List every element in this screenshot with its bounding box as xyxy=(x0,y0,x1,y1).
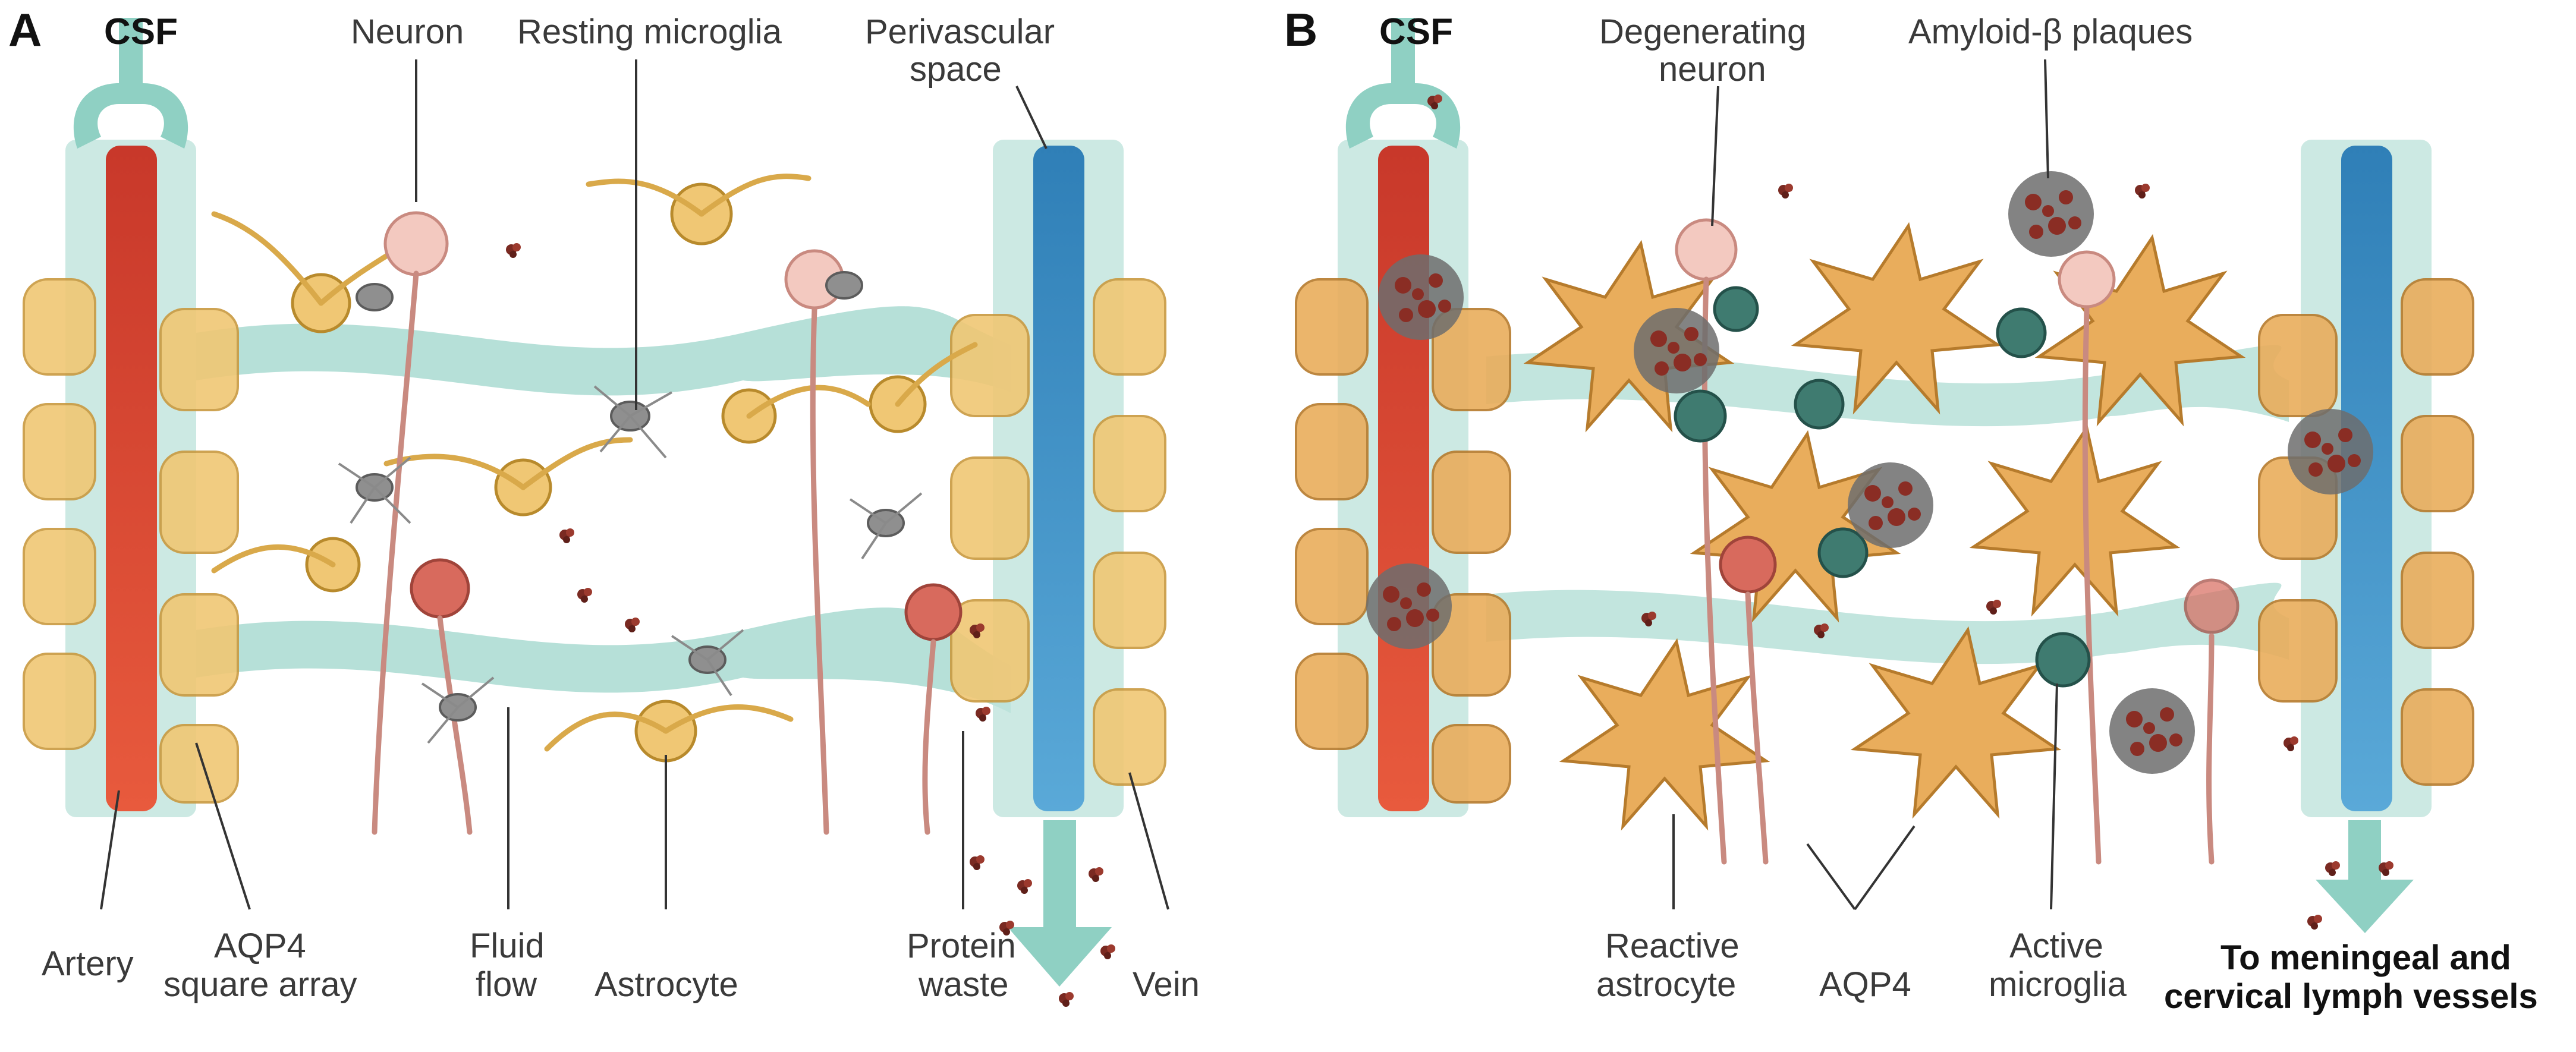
fluid-flow-band-upper xyxy=(196,306,1011,396)
vein-vessel xyxy=(1033,146,1084,811)
leader-lines-a xyxy=(100,59,1169,910)
active-microglia-b xyxy=(1674,286,2091,688)
resting-microglia-label: Resting microglia xyxy=(517,12,782,51)
artery-vessel xyxy=(106,146,157,811)
panel-letter-b: B xyxy=(1284,4,1318,56)
csf-inflow-arrow-b xyxy=(1345,18,1461,149)
outflow-arrow-panel-b xyxy=(2316,820,2414,933)
fluid-flow-band-b-lower xyxy=(1486,582,2289,664)
aqp4-array-label-line1: AQP4 xyxy=(214,927,306,965)
aqp4-label: AQP4 xyxy=(1819,965,1911,1004)
vein-endfeet xyxy=(950,278,1166,786)
artery-label: Artery xyxy=(42,944,134,983)
vein-label: Vein xyxy=(1133,965,1200,1004)
lymph-vessels-label-line1: To meningeal and xyxy=(2220,938,2511,977)
vein-b-vessel xyxy=(2341,146,2392,811)
leader-lines-b xyxy=(1672,59,2058,911)
perivascular-label-line1: Perivascular xyxy=(865,12,1055,51)
vein-b-endfeet xyxy=(2258,278,2474,786)
fluid-flow-label-line2: flow xyxy=(476,965,537,1004)
active-microglia-label-line1: Active xyxy=(2009,927,2103,965)
panel-a-diagram xyxy=(23,18,1169,1007)
astrocyte-label: Astrocyte xyxy=(595,965,738,1004)
fluid-flow-band-lower xyxy=(196,607,1011,713)
perivascular-label-line2: space xyxy=(910,50,1002,89)
lymph-vessels-label-line2: cervical lymph vessels xyxy=(2164,977,2538,1016)
active-microglia-label-line2: microglia xyxy=(1989,965,2127,1004)
amyloid-plaques-label: Amyloid-β plaques xyxy=(1908,12,2193,51)
reactive-astrocyte-label-line1: Reactive xyxy=(1605,927,1740,965)
outflow-arrow-panel-a xyxy=(1008,820,1112,987)
aqp4-array-label-line2: square array xyxy=(163,965,357,1004)
panel-b-diagram xyxy=(1295,18,2474,933)
neurons-a xyxy=(372,211,963,835)
degenerating-neuron-label-line2: neuron xyxy=(1659,50,1766,89)
panel-letter-a: A xyxy=(8,4,42,56)
reactive-astrocyte-label-line2: astrocyte xyxy=(1596,965,1737,1004)
artery-b-vessel xyxy=(1378,146,1429,811)
csf-label-b: CSF xyxy=(1379,11,1453,52)
artery-endfeet xyxy=(23,278,239,804)
degenerating-neuron-label-line1: Degenerating xyxy=(1599,12,1807,51)
astrocyte-processes-a xyxy=(211,174,978,752)
artery-b-endfeet xyxy=(1295,278,1511,804)
protein-waste-label-line1: Protein xyxy=(907,927,1016,965)
neuron-label: Neuron xyxy=(351,12,464,51)
csf-label-a: CSF xyxy=(104,11,178,52)
degenerating-neurons-b xyxy=(1675,218,2240,865)
protein-waste-label-line2: waste xyxy=(919,965,1009,1004)
fluid-flow-label-line1: Fluid xyxy=(470,927,545,965)
csf-inflow-arrow xyxy=(73,18,188,149)
microglia-branches-a xyxy=(338,385,923,744)
